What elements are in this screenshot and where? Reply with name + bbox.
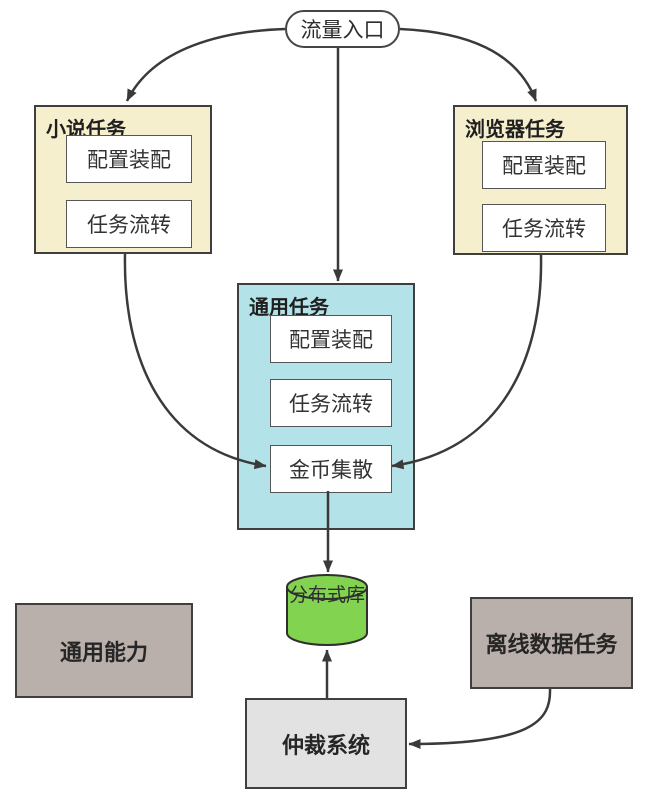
common-ability-label: 通用能力: [59, 639, 148, 665]
traffic-entry-label: 流量入口: [300, 19, 385, 42]
edge-entry-to-novel: [125, 27, 286, 102]
node-common-ability: 通用能力: [15, 603, 193, 698]
common-task-title: 通用任务: [249, 297, 329, 319]
edge-entry-to-browser: [399, 27, 538, 102]
browser-task-item-flow: 任务流转: [482, 204, 606, 252]
common-task-item-config: 配置装配: [270, 315, 392, 363]
arbitration-system-label: 仲裁系统: [281, 732, 370, 758]
node-offline-data-task: 离线数据任务: [470, 597, 633, 689]
common-task-item-coins: 金币集散: [270, 445, 392, 493]
common-task-item-flow: 任务流转: [270, 379, 392, 427]
node-arbitration-system: 仲裁系统: [245, 698, 407, 789]
edge-offline-to-arbitration: [408, 688, 552, 749]
database-label: 分布式库: [288, 585, 365, 606]
node-novel-task: 小说任务 配置装配 任务流转: [34, 105, 212, 254]
browser-task-title: 浏览器任务: [465, 119, 565, 141]
novel-task-item-flow: 任务流转: [66, 200, 192, 248]
node-common-task: 通用任务 配置装配 任务流转 金币集散: [237, 283, 415, 530]
node-browser-task: 浏览器任务 配置装配 任务流转: [453, 105, 628, 255]
browser-task-item-config: 配置装配: [482, 141, 606, 189]
node-traffic-entry: 流量入口: [285, 10, 400, 48]
novel-task-item-config: 配置装配: [66, 135, 192, 183]
offline-data-task-label: 离线数据任务: [485, 632, 618, 657]
